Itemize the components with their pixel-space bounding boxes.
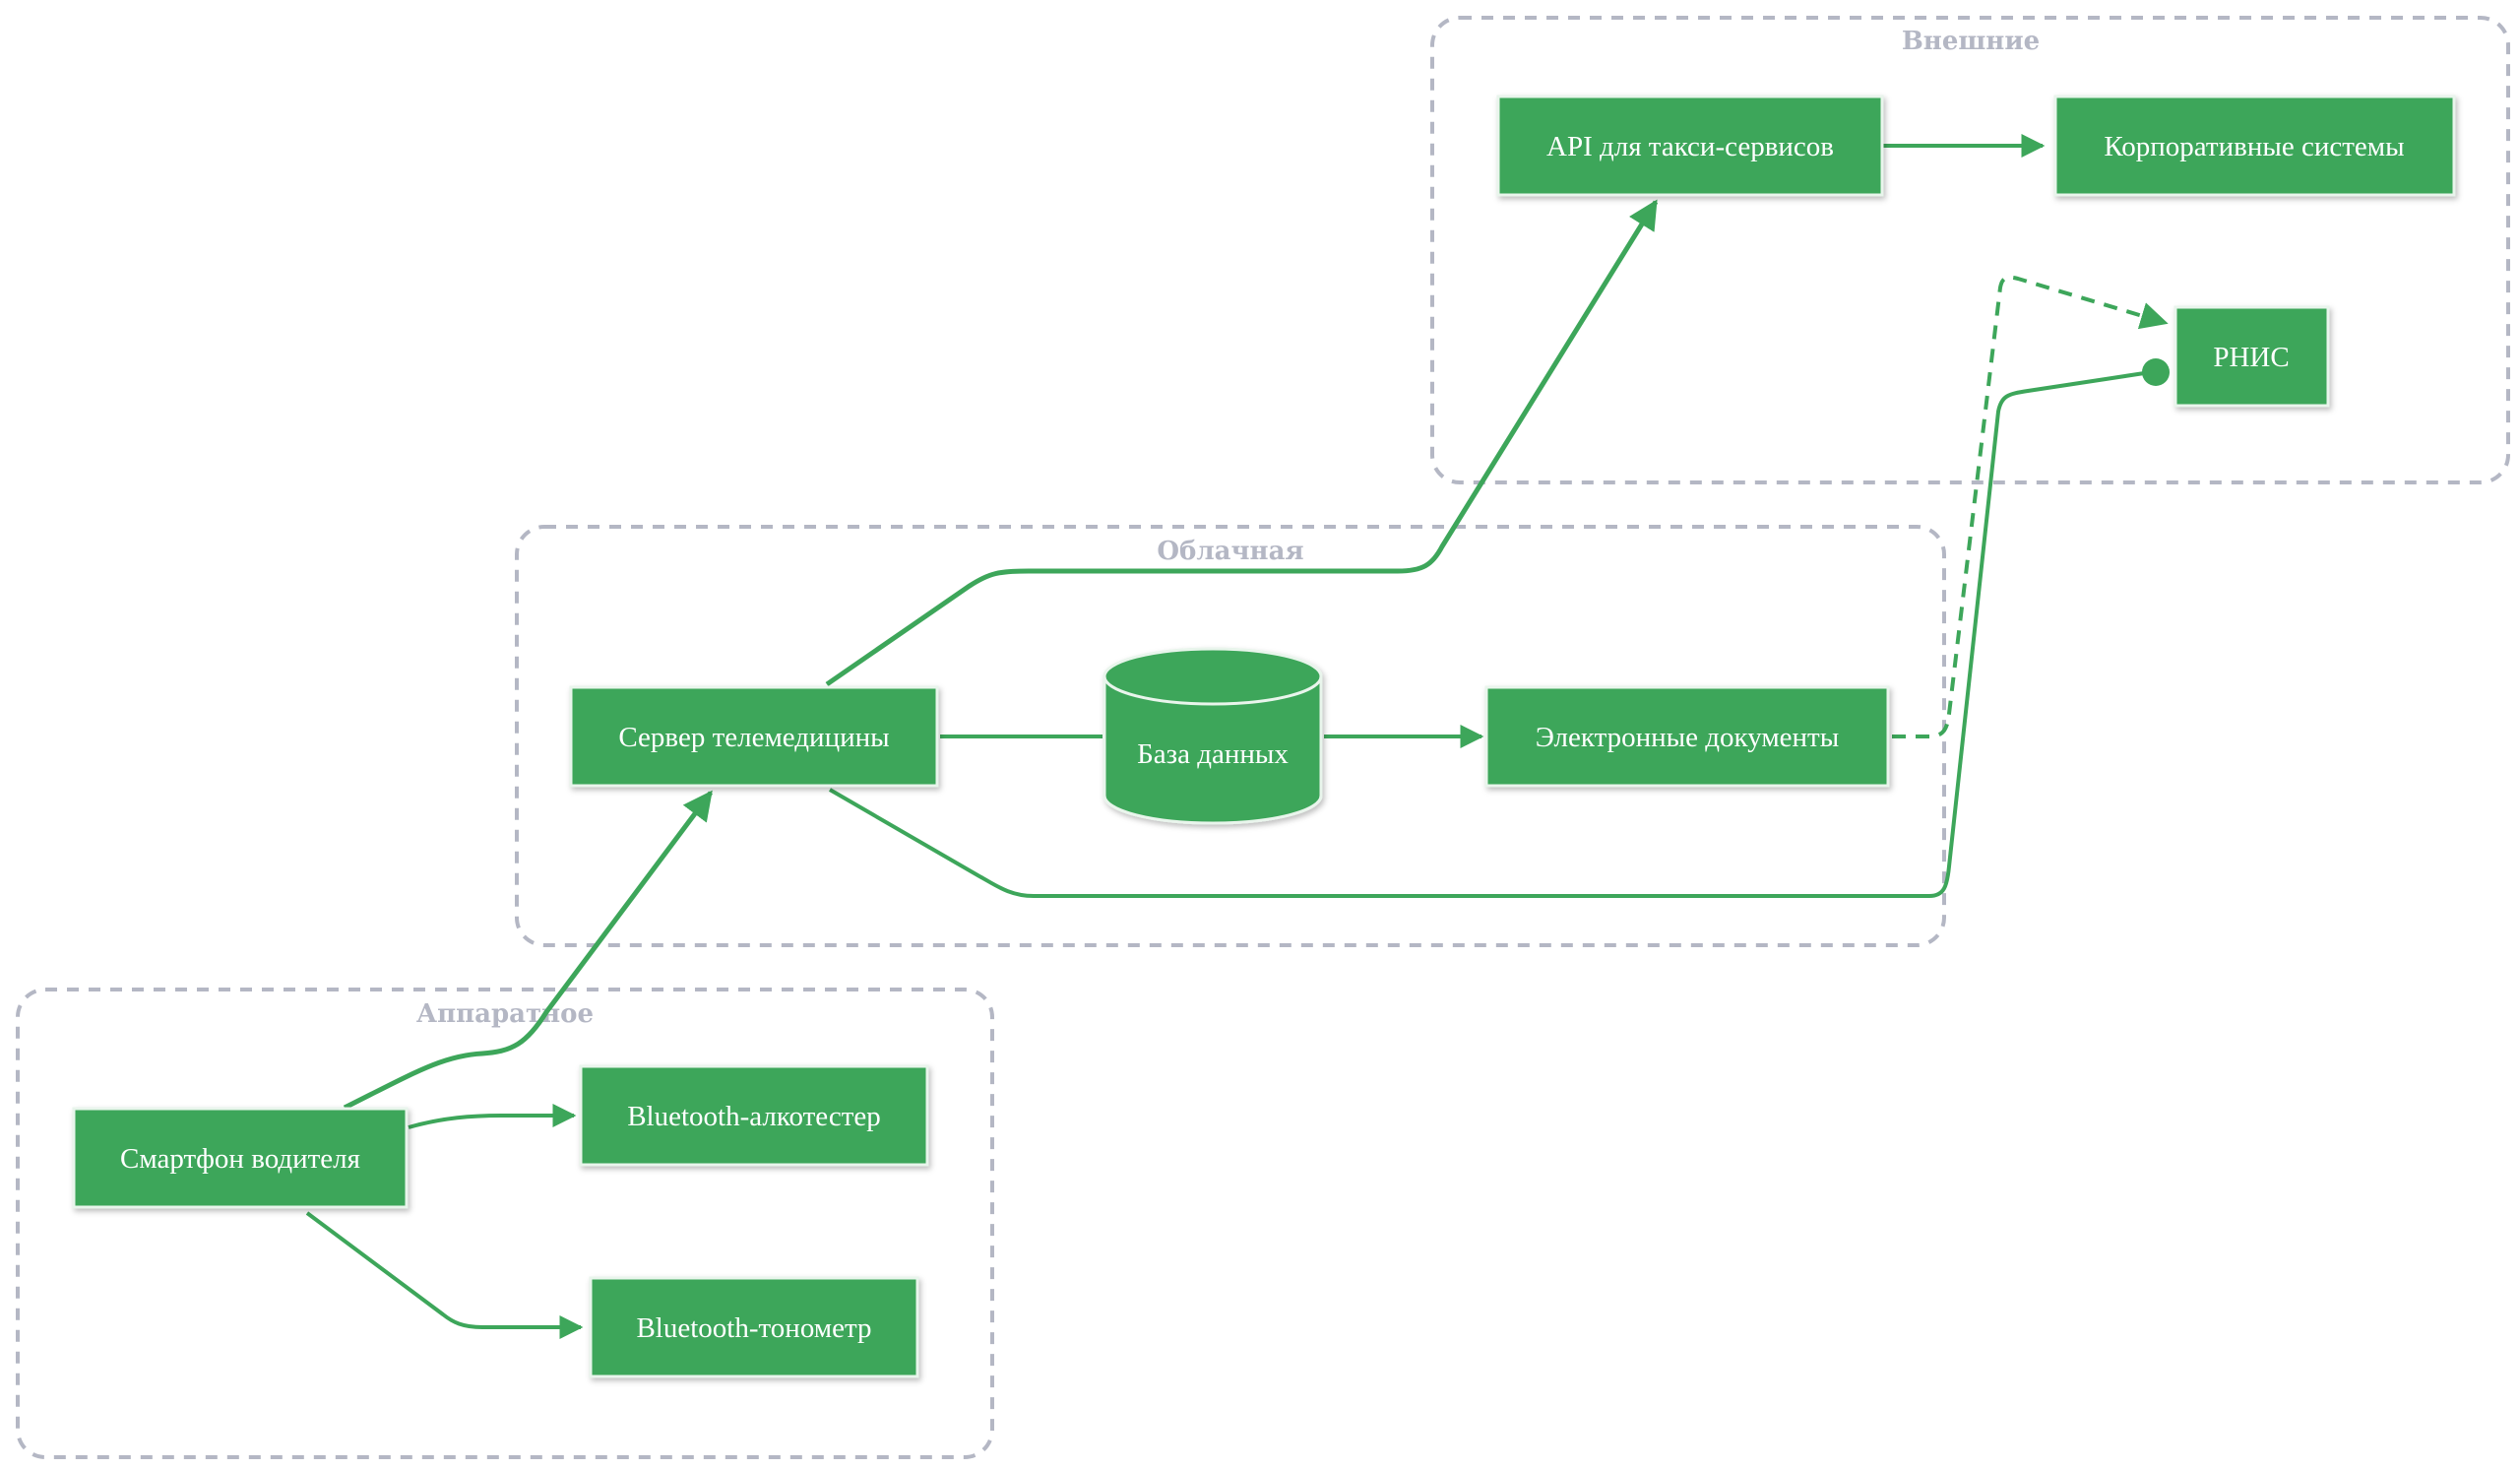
edge-smartphone-tonometer [305,1211,584,1339]
edge-smartphone-server [343,790,714,1111]
group-cloud-label: Облачная [1157,537,1303,566]
edge-edocs-rnis [1892,275,2169,738]
edge-server-rnis [828,370,2152,898]
node-rnis-label: РНИС [2213,342,2289,373]
node-tonometer-label: Bluetooth-тонометр [636,1312,871,1344]
edge-server-api [825,199,1659,687]
node-smartphone[interactable]: Смартфон водителя [72,1107,409,1209]
node-server[interactable]: Сервер телемедицины [569,685,939,788]
node-alcotester-label: Bluetooth-алкотестер [627,1101,881,1132]
group-hardware [16,988,994,1459]
edge-server-rnis-end-dot [2142,358,2170,386]
node-api[interactable]: API для такси-сервисов [1496,95,1884,197]
node-database-label: База данных [1137,738,1289,770]
group-hardware-label: Аппаратное [416,999,594,1029]
node-corporate[interactable]: Корпоративные системы [2053,95,2456,197]
edge-smartphone-alcotester [408,1104,577,1129]
node-tonometer[interactable]: Bluetooth-тонометр [589,1276,919,1378]
node-smartphone-label: Смартфон водителя [120,1143,360,1175]
node-edocs-label: Электронные документы [1536,722,1839,753]
node-api-label: API для такси-сервисов [1546,131,1834,162]
node-rnis[interactable]: РНИС [2174,305,2330,408]
group-external-label: Внешние [1902,27,2040,56]
group-external [1430,16,2510,484]
node-database[interactable]: База данных [1102,647,1323,825]
node-server-label: Сервер телемедицины [618,722,889,753]
node-alcotester[interactable]: Bluetooth-алкотестер [579,1064,929,1167]
node-corporate-label: Корпоративные системы [2104,131,2404,162]
node-edocs[interactable]: Электронные документы [1484,685,1890,788]
